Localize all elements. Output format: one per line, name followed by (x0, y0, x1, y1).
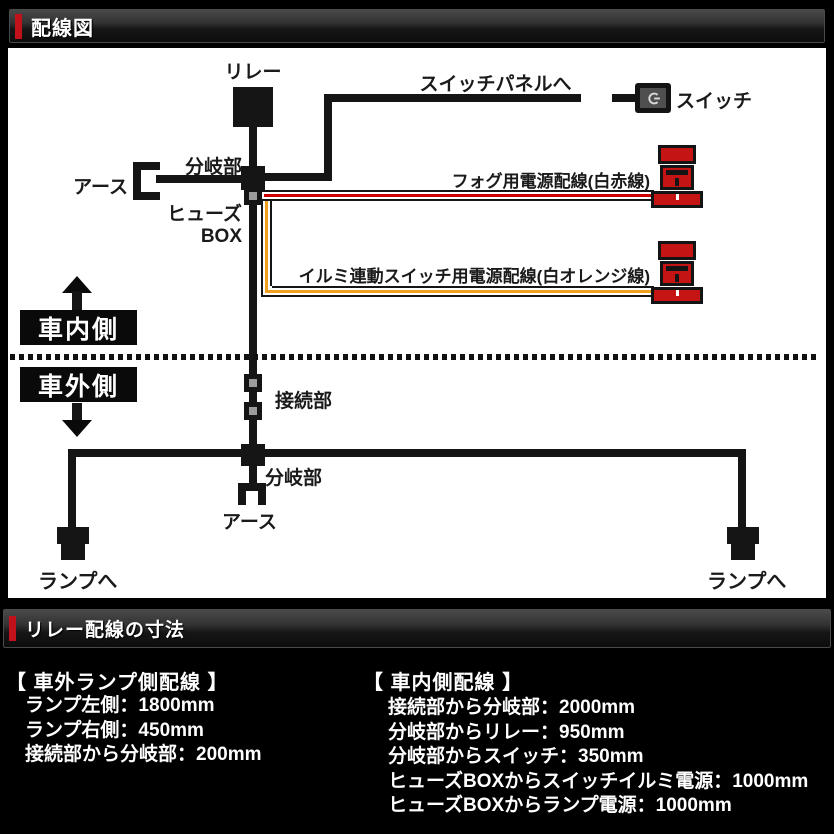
fog-connector-bottom (651, 191, 703, 208)
illumi-connector-mid (660, 261, 694, 286)
dim-item: 分岐部からリレー：950mm (388, 721, 625, 743)
earth-terminal-top (133, 162, 141, 200)
fog-connector-mid (660, 165, 694, 190)
section-title: 配線図 (31, 17, 94, 40)
main-cable (249, 127, 257, 457)
illumi-stripe-vertical (265, 201, 268, 293)
red-accent-bar (15, 13, 22, 39)
lamp-right-label: ランプへ (707, 571, 787, 593)
branch-bottom-label: 分岐部 (265, 468, 323, 489)
connection-label: 接続部 (275, 391, 333, 412)
fuse-box-label-line1: ヒューズ (166, 204, 242, 225)
illumi-wire-label: イルミ連動スイッチ用電源配線(白オレンジ線) (298, 267, 650, 286)
switch-panel-label: スイッチパネルへ (419, 74, 572, 95)
exterior-lamp-wiring-list: ランプ左側：1800mm ランプ右側：450mm 接続部から分岐部：200mm (25, 694, 262, 768)
lamp-wire-right-drop (738, 449, 746, 527)
fog-wire-label: フォグ用電源配線(白赤線) (451, 172, 650, 191)
earth-top-label: アース (73, 177, 128, 198)
earth-bottom-label: アース (222, 512, 277, 533)
fog-connector (651, 145, 703, 208)
power-icon (640, 88, 666, 108)
dim-item: 接続部から分岐部：2000mm (388, 697, 636, 718)
relay-block (233, 87, 273, 127)
switch-wire-vertical (324, 94, 332, 181)
dim-item: ランプ左側：1800mm (25, 695, 215, 716)
illumi-connector-top (658, 241, 696, 260)
earth-terminal-bottom-prong (258, 483, 266, 505)
lamp-connector-right-tip (731, 544, 755, 560)
switch-wire-stub (612, 94, 635, 102)
dim-item: 接続部から分岐部：200mm (25, 744, 262, 765)
fuse-box-label-line2: BOX (200, 226, 242, 247)
arrow-down-stem (72, 403, 82, 421)
interior-wiring-list: 接続部から分岐部：2000mm 分岐部からリレー：950mm 分岐部からスイッチ… (388, 696, 808, 819)
earth-terminal-bottom (238, 483, 266, 491)
arrow-up-icon (62, 276, 92, 293)
switch-icon (635, 83, 671, 113)
fog-wire-stripe (264, 194, 652, 197)
connection-point-2 (244, 402, 262, 420)
illumi-connector-bottom (651, 287, 703, 304)
lamp-left-label: ランプへ (38, 571, 118, 593)
branch-point-top (241, 166, 265, 190)
earth-terminal-top-prong (133, 162, 160, 170)
fuse-box-label: ヒューズ BOX (128, 204, 242, 248)
illumi-connector (651, 241, 703, 304)
earth-stem-bottom (249, 457, 257, 487)
interior-side-box: 車内側 (20, 310, 137, 345)
dimensions-title: リレー配線の寸法 (25, 620, 186, 641)
lamp-wire-horizontal (72, 449, 746, 457)
lamp-connector-left-tip (61, 544, 85, 560)
earth-terminal-bottom-prong (238, 483, 246, 505)
earth-terminal-top-prong (133, 192, 160, 200)
branch-top-label: 分岐部 (184, 157, 242, 178)
switch-wire-branch-segment (255, 173, 332, 181)
branch-point-bottom (241, 444, 265, 466)
earth-wire-top (156, 175, 242, 183)
connection-point-1 (244, 374, 262, 392)
section-bar-wiring: 配線図 (8, 8, 826, 44)
section-bar-dimensions: リレー配線の寸法 (2, 608, 832, 649)
illumi-stripe-horizontal (265, 290, 652, 293)
lamp-connector-left (57, 527, 89, 544)
dim-item: ヒューズBOXからランプ電源：1000mm (388, 795, 732, 816)
diagram-panel: リレー スイッチパネルへ スイッチ アース 分岐部 (8, 48, 826, 598)
fuse-tap (244, 187, 262, 205)
exterior-lamp-wiring-heading: 【 車外ランプ側配線 】 (6, 672, 229, 694)
interior-wiring-heading: 【 車内側配線 】 (363, 672, 524, 694)
relay-label: リレー (224, 62, 282, 83)
exterior-side-box: 車外側 (20, 367, 137, 402)
switch-label: スイッチ (676, 91, 753, 112)
fog-connector-top (658, 145, 696, 164)
arrow-down-icon (62, 420, 92, 437)
dim-item: 分岐部からスイッチ：350mm (388, 746, 644, 767)
lamp-wire-left-drop (68, 449, 76, 527)
body-boundary-dotted-line (10, 354, 816, 360)
switch-wire-horizontal (324, 94, 581, 102)
arrow-up-stem (72, 291, 82, 310)
red-accent-bar (9, 616, 16, 641)
dim-item: ランプ右側：450mm (25, 719, 204, 741)
dim-item: ヒューズBOXからスイッチイルミ電源：1000mm (388, 770, 809, 792)
lamp-connector-right (727, 527, 759, 544)
